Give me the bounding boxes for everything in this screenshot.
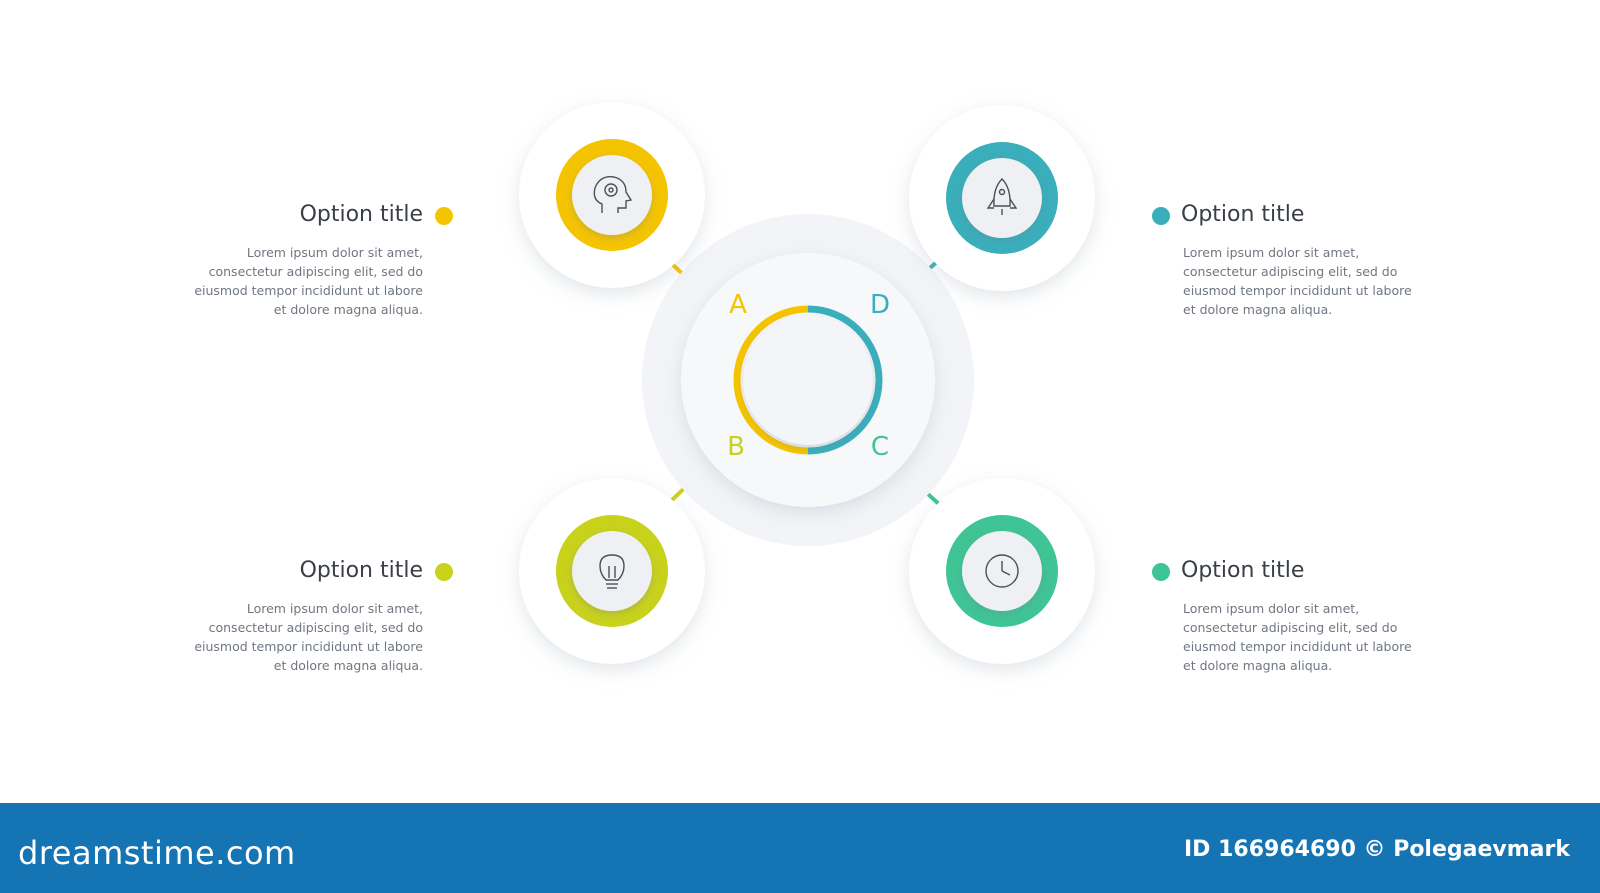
option-c-body: Lorem ipsum dolor sit amet, consectetur … [1183,601,1412,673]
node-b [519,478,705,664]
option-b-dot [435,563,453,581]
light-bulb-icon [599,554,625,589]
option-d-body: Lorem ipsum dolor sit amet, consectetur … [1183,245,1412,317]
node-c [909,478,1095,664]
image-credit: ID 166964690 © Polegaevmark [1184,837,1570,862]
footer-bar: dreamstime.com ID 166964690 © Polegaevma… [0,803,1600,893]
letter-a: A [729,290,747,320]
central-hub [642,214,974,546]
option-a-title: Option title [299,202,423,227]
site-logo[interactable]: dreamstime.com [18,834,296,872]
option-a-body: Lorem ipsum dolor sit amet, consectetur … [194,245,423,317]
option-b-title: Option title [299,558,423,583]
hub-inner [743,315,873,445]
node-d [909,105,1095,291]
head-gear-icon [593,176,633,213]
diagram-canvas [519,102,1095,664]
option-d-title: Option title [1181,202,1305,227]
hub-ring-left [733,305,809,455]
hub-ring-right [807,305,883,455]
option-c-title: Option title [1181,558,1305,583]
rocket-icon [986,178,1018,215]
option-a-dot [435,207,453,225]
letter-d: D [869,290,891,320]
option-b-body: Lorem ipsum dolor sit amet, consectetur … [194,601,423,673]
clock-icon [985,554,1019,588]
letter-b: B [727,432,745,462]
option-c-dot [1152,563,1170,581]
node-a [519,102,705,288]
option-d-dot [1152,207,1170,225]
letter-c: C [870,432,890,462]
infographic: A B C D Option title Lorem ipsum dolor s… [194,102,1412,673]
